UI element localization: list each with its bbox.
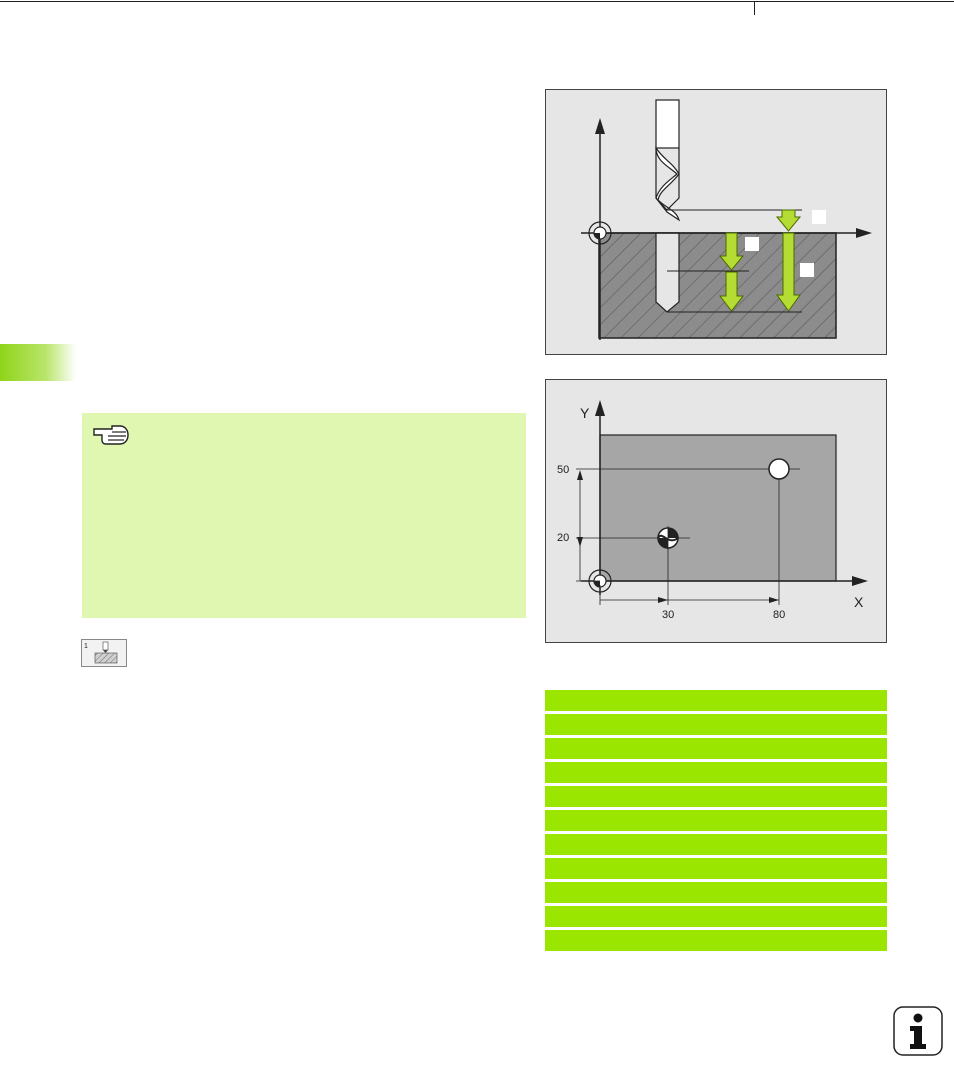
table-row xyxy=(545,714,887,735)
label-box-1 xyxy=(812,210,826,224)
page-header-rule xyxy=(0,0,954,15)
datum-symbol xyxy=(588,221,612,245)
hole-2 xyxy=(768,458,790,480)
table-row xyxy=(545,762,887,783)
plunge-arrow-lower xyxy=(718,271,745,312)
depth-diagram xyxy=(581,99,872,340)
header-tick xyxy=(754,1,755,15)
pointing-hand-icon xyxy=(93,425,129,445)
x-axis-arrow xyxy=(856,228,872,238)
info-icon[interactable] xyxy=(893,1006,943,1056)
workpiece xyxy=(598,232,837,339)
depth-figure xyxy=(545,89,887,355)
plunge-arrow-upper xyxy=(718,232,745,271)
y-axis-arrow xyxy=(595,400,605,416)
x-axis-label: X xyxy=(854,594,864,610)
table-row xyxy=(545,834,887,855)
table-row xyxy=(545,930,887,951)
x-axis-arrow xyxy=(852,576,868,586)
note-box xyxy=(82,413,526,618)
y-tick-20: 20 xyxy=(557,532,569,544)
label-box-3 xyxy=(800,263,814,277)
drilling-cycle-icon: 1 xyxy=(81,639,127,667)
table-row xyxy=(545,786,887,807)
chapter-tab xyxy=(0,344,76,381)
clearance-arrow xyxy=(775,209,802,232)
tool-shank xyxy=(655,99,680,149)
table-row xyxy=(545,858,887,879)
total-depth-arrow xyxy=(776,232,801,312)
x-tick-30: 30 xyxy=(662,609,674,621)
svg-text:1: 1 xyxy=(84,643,88,650)
parameter-table xyxy=(545,690,887,954)
y-tick-50: 50 xyxy=(557,464,569,476)
table-row xyxy=(545,882,887,903)
y-axis-label: Y xyxy=(580,405,590,421)
label-box-2 xyxy=(745,237,759,251)
y-axis-arrow xyxy=(595,118,605,134)
workpiece-top-view xyxy=(599,434,837,582)
x-tick-80: 80 xyxy=(773,609,785,621)
table-row xyxy=(545,906,887,927)
table-row xyxy=(545,690,887,711)
xy-figure: Y X 50 20 30 80 xyxy=(545,379,887,643)
table-row xyxy=(545,810,887,831)
header-line xyxy=(0,1,954,2)
xy-diagram: Y X 50 20 30 80 xyxy=(557,400,868,621)
drilled-hole xyxy=(655,232,680,313)
table-row xyxy=(545,738,887,759)
